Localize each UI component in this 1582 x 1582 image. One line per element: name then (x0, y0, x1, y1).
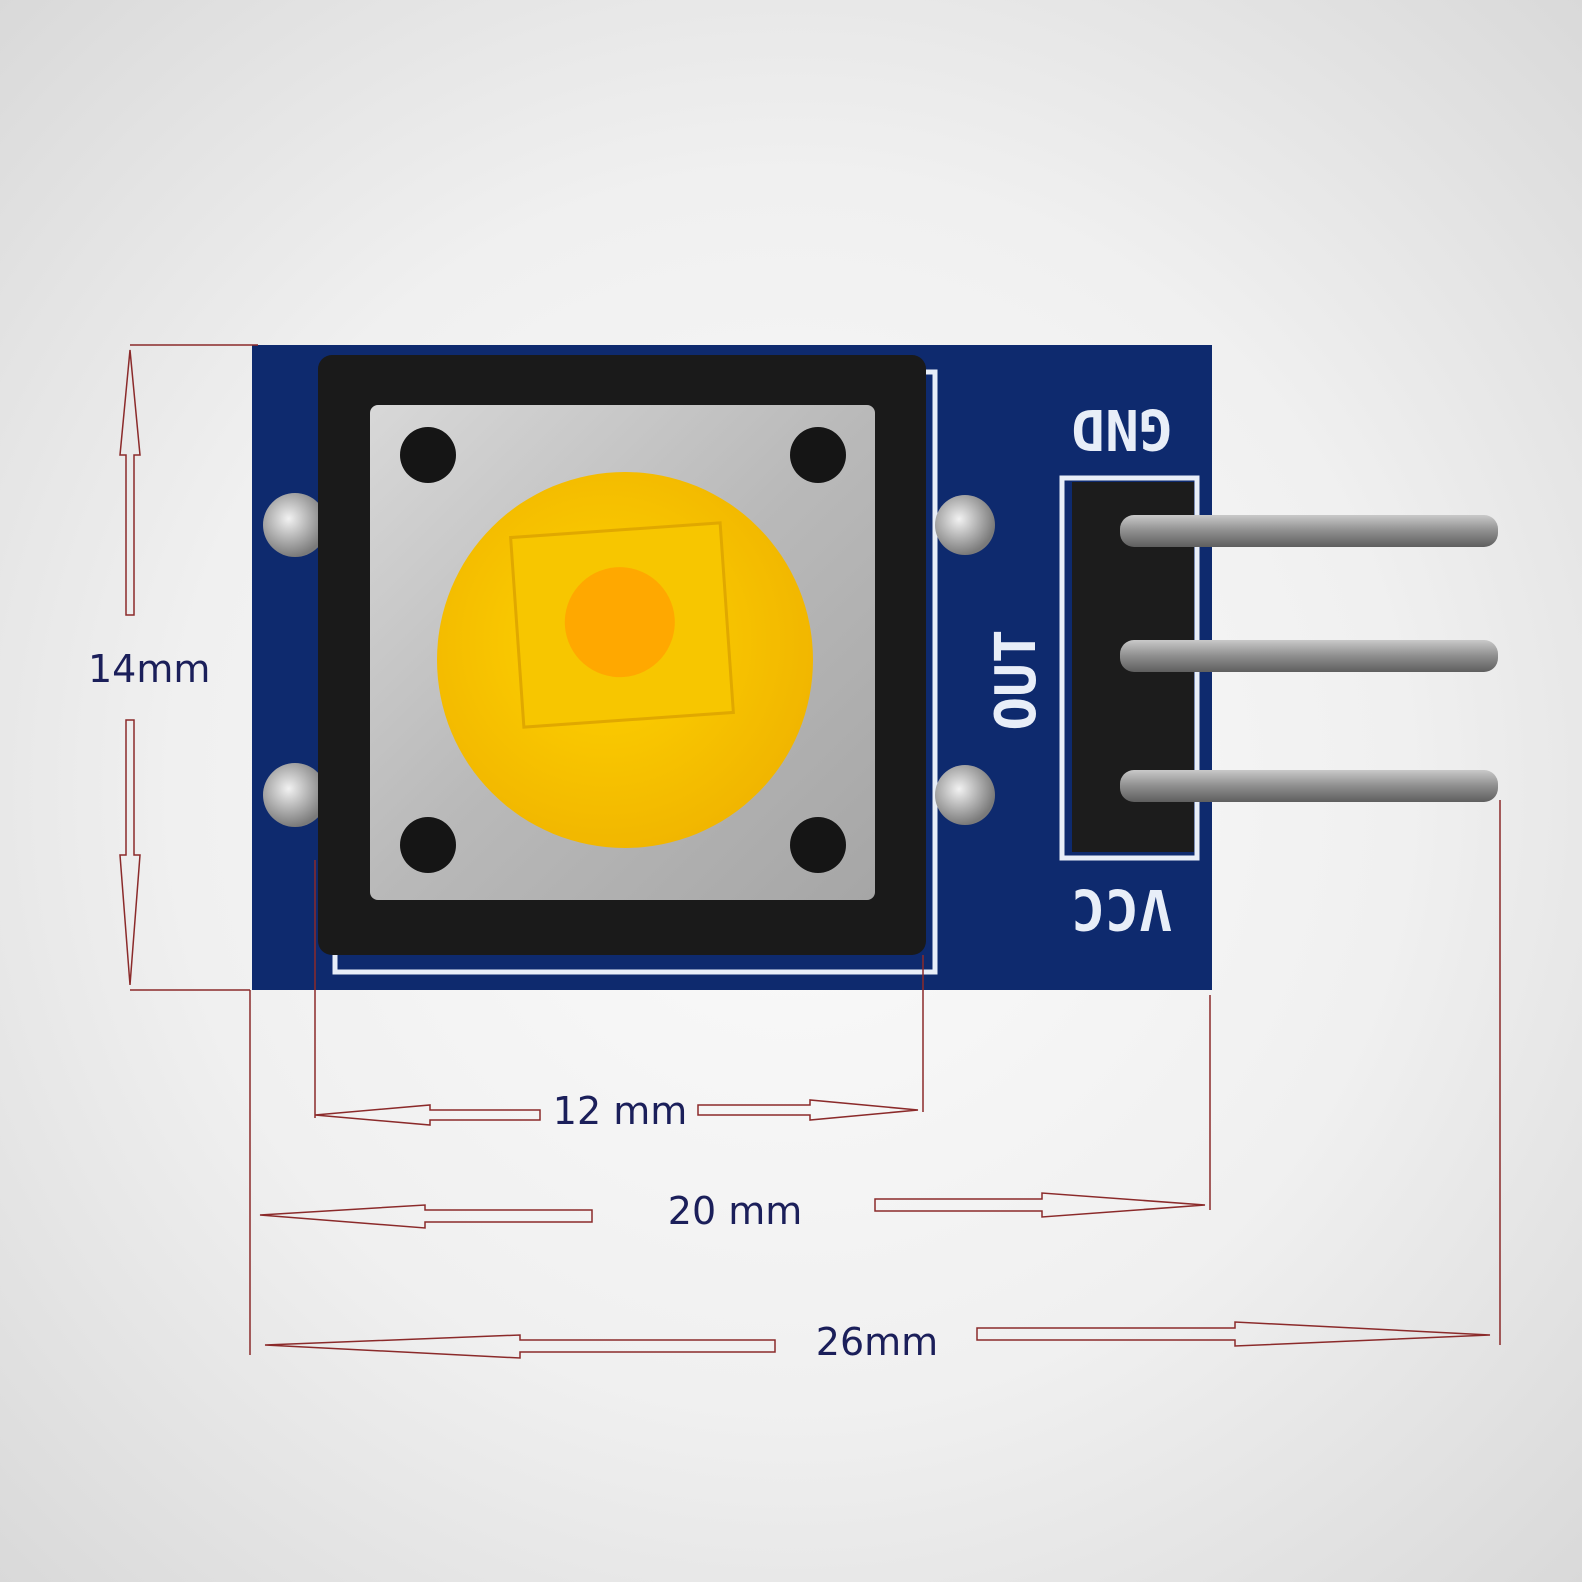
header-pins (1120, 515, 1498, 802)
label-gnd: GND (1071, 396, 1172, 461)
plate-dots (400, 427, 846, 873)
dimension-board-width-label: 20 mm (668, 1189, 802, 1233)
label-out: OUT (984, 629, 1049, 730)
dimension-lines (119, 344, 1501, 1359)
label-vcc: VCC (1071, 876, 1172, 941)
dimension-height-label: 14mm (88, 647, 210, 691)
dimension-total-width-label: 26mm (816, 1320, 938, 1364)
solder-joints (263, 493, 995, 827)
button-cap-square (509, 521, 735, 729)
dimension-button-width-label: 12 mm (553, 1089, 687, 1133)
